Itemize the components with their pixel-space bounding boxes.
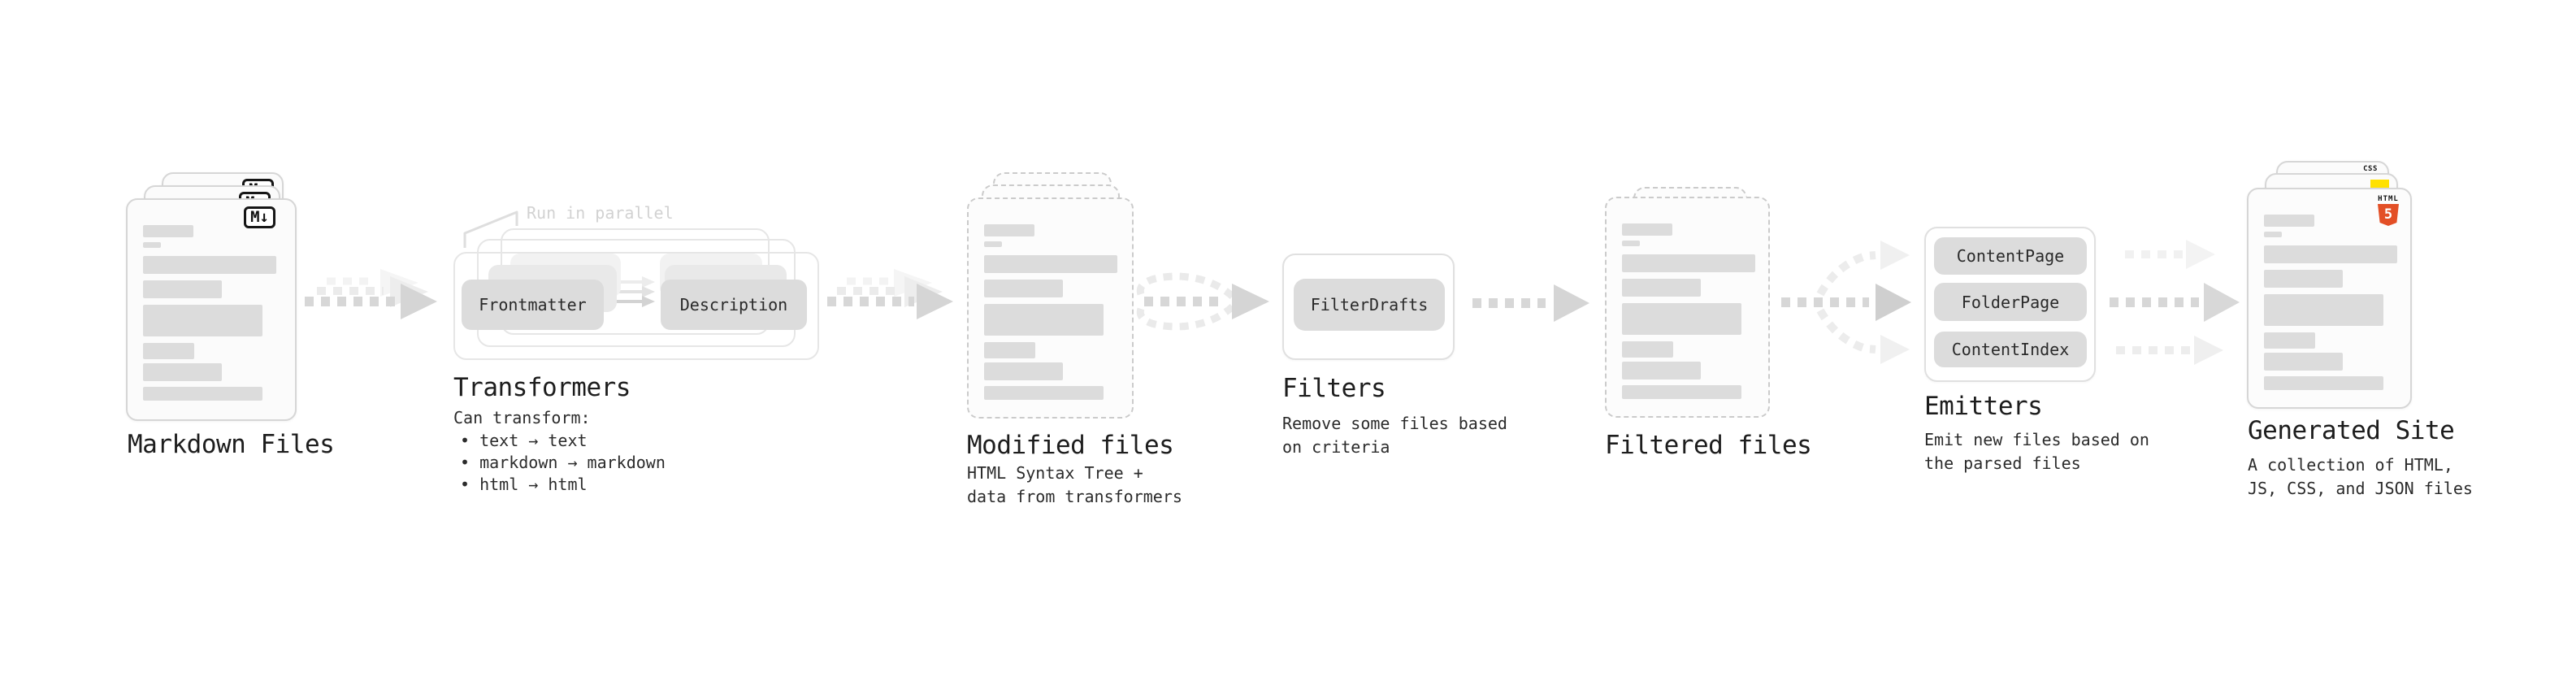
doc-text-line bbox=[1622, 341, 1673, 358]
doc-text-line bbox=[143, 242, 161, 248]
modified-file-card bbox=[967, 197, 1134, 419]
doc-text-line bbox=[984, 241, 1002, 247]
css-label: CSS bbox=[2363, 165, 2378, 173]
doc-text-line bbox=[984, 386, 1104, 400]
desc-line: HTML Syntax Tree + bbox=[967, 463, 1143, 483]
bullet-item: • markdown → markdown bbox=[460, 453, 666, 472]
doc-text-line bbox=[984, 224, 1034, 236]
doc-text-line bbox=[143, 256, 276, 274]
filters-label: Filters bbox=[1282, 374, 1386, 403]
modified-files-desc: HTML Syntax Tree + data from transformer… bbox=[967, 462, 1182, 509]
markdown-icon: M↓ bbox=[244, 206, 275, 228]
html5-shield: 5 bbox=[2378, 204, 2399, 226]
emitter-pill-contentindex: ContentIndex bbox=[1934, 332, 2087, 367]
doc-text-line bbox=[2264, 232, 2282, 237]
doc-text-line bbox=[1622, 279, 1701, 297]
arrow-modified-to-filters bbox=[1136, 272, 1269, 331]
bullet-item: • text → text bbox=[460, 431, 588, 450]
doc-text-line bbox=[143, 225, 193, 237]
doc-text-line bbox=[984, 280, 1063, 297]
arrow-markdown-to-transformers bbox=[305, 269, 437, 319]
run-in-parallel-leader-line bbox=[463, 210, 518, 248]
doc-text-line bbox=[984, 304, 1104, 336]
transformers-bullet-list: • text → text • markdown → markdown • ht… bbox=[460, 430, 666, 496]
transformers-label: Transformers bbox=[453, 373, 631, 402]
desc-line: data from transformers bbox=[967, 487, 1182, 506]
doc-text-line bbox=[2264, 376, 2383, 390]
doc-text-line bbox=[984, 255, 1117, 273]
js-icon bbox=[2370, 180, 2389, 189]
filters-desc: Remove some files based on criteria bbox=[1282, 412, 1507, 459]
doc-text-line bbox=[143, 343, 194, 359]
desc-line: Remove some files based bbox=[1282, 414, 1507, 433]
transformers-desc-title: Can transform: bbox=[453, 408, 591, 427]
arrow-filtered-to-emitters bbox=[1781, 241, 1911, 364]
desc-line: the parsed files bbox=[1924, 453, 2081, 473]
doc-text-line bbox=[2264, 270, 2343, 288]
doc-text-line bbox=[143, 280, 222, 298]
desc-line: Emit new files based on bbox=[1924, 430, 2149, 449]
doc-text-line bbox=[143, 305, 262, 336]
doc-text-line bbox=[143, 363, 222, 381]
generated-site-label: Generated Site bbox=[2248, 416, 2455, 445]
doc-text-line bbox=[2264, 353, 2343, 371]
emitters-label: Emitters bbox=[1924, 392, 2043, 421]
generated-site-desc: A collection of HTML, JS, CSS, and JSON … bbox=[2248, 453, 2473, 501]
html5-label: HTML bbox=[2378, 195, 2399, 203]
markdown-file-card: M↓ bbox=[126, 198, 297, 421]
modified-files-label: Modified files bbox=[967, 431, 1174, 460]
filter-pill-filterdrafts: FilterDrafts bbox=[1294, 279, 1445, 331]
doc-text-line bbox=[1622, 385, 1741, 399]
markdown-files-label: Markdown Files bbox=[128, 430, 335, 459]
emitter-pill-contentpage: ContentPage bbox=[1934, 237, 2087, 275]
doc-text-line bbox=[984, 362, 1063, 380]
doc-text-line bbox=[984, 342, 1035, 358]
emitter-pill-folderpage: FolderPage bbox=[1934, 283, 2087, 321]
desc-line: JS, CSS, and JSON files bbox=[2248, 479, 2473, 498]
arrow-filters-to-filtered bbox=[1472, 284, 1589, 322]
doc-text-line bbox=[1622, 254, 1755, 272]
doc-text-line bbox=[1622, 303, 1741, 335]
site-file-card-html: HTML 5 bbox=[2247, 188, 2412, 409]
bullet-item: • html → html bbox=[460, 475, 588, 494]
desc-line: on criteria bbox=[1282, 437, 1390, 457]
arrow-transformers-to-modified bbox=[827, 269, 953, 319]
transformer-box bbox=[453, 252, 819, 360]
doc-text-line bbox=[1622, 241, 1640, 246]
transformer-pill-description: Description bbox=[661, 280, 807, 330]
doc-text-line bbox=[2264, 245, 2397, 263]
transformer-pill-frontmatter: Frontmatter bbox=[462, 280, 604, 330]
filtered-files-label: Filtered files bbox=[1605, 431, 1812, 460]
emitters-desc: Emit new files based on the parsed files bbox=[1924, 428, 2149, 475]
arrow-emitters-to-site bbox=[2110, 240, 2240, 365]
doc-text-line bbox=[2264, 215, 2314, 227]
filtered-file-card bbox=[1605, 197, 1770, 418]
doc-text-line bbox=[143, 387, 262, 401]
doc-text-line bbox=[1622, 223, 1672, 236]
desc-line: A collection of HTML, bbox=[2248, 455, 2453, 475]
doc-text-line bbox=[1622, 362, 1701, 380]
doc-text-line bbox=[2264, 294, 2383, 326]
html5-icon: HTML 5 bbox=[2376, 195, 2400, 226]
run-in-parallel-note: Run in parallel bbox=[527, 203, 674, 223]
doc-text-line bbox=[2264, 332, 2315, 349]
